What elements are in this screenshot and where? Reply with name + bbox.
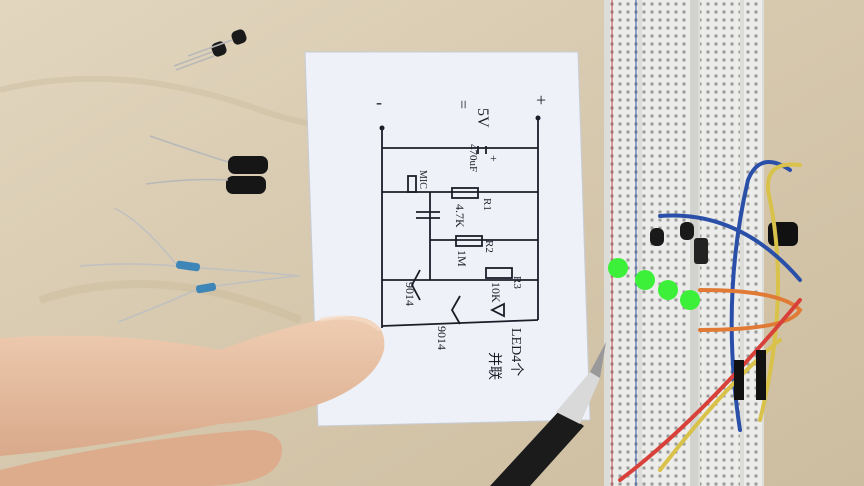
label-r3-value: 10K bbox=[489, 282, 503, 303]
label-led-note2: 并联 bbox=[486, 352, 502, 380]
label-r2-value: 1M bbox=[455, 250, 469, 267]
label-plus: + bbox=[536, 90, 546, 110]
label-mic: MIC bbox=[417, 170, 428, 189]
resistor-icon bbox=[79, 207, 301, 323]
jumper-wires bbox=[618, 160, 803, 482]
label-supply: 5V bbox=[474, 108, 491, 128]
label-r1-value: 4.7K bbox=[453, 204, 467, 228]
label-minus: - bbox=[376, 92, 382, 112]
label-supply-symbol: = bbox=[454, 100, 471, 109]
label-r1-name: R1 bbox=[481, 198, 493, 211]
transistor-icon bbox=[173, 29, 247, 71]
led-icons bbox=[608, 258, 700, 310]
pen-icon bbox=[490, 342, 606, 486]
label-r3-name: R3 bbox=[511, 276, 523, 289]
hand-icon bbox=[0, 315, 385, 486]
label-c1: 470uF bbox=[467, 144, 479, 172]
label-led-note: LED4个 bbox=[508, 328, 524, 376]
electrolytic-capacitor-icon bbox=[145, 135, 268, 194]
label-r2-name: R2 bbox=[483, 240, 495, 253]
label-cap-plus: + bbox=[490, 151, 497, 165]
label-q2: 9014 bbox=[435, 326, 449, 350]
label-q1: 9014 bbox=[403, 282, 417, 306]
breadboard-icon bbox=[604, 0, 764, 486]
